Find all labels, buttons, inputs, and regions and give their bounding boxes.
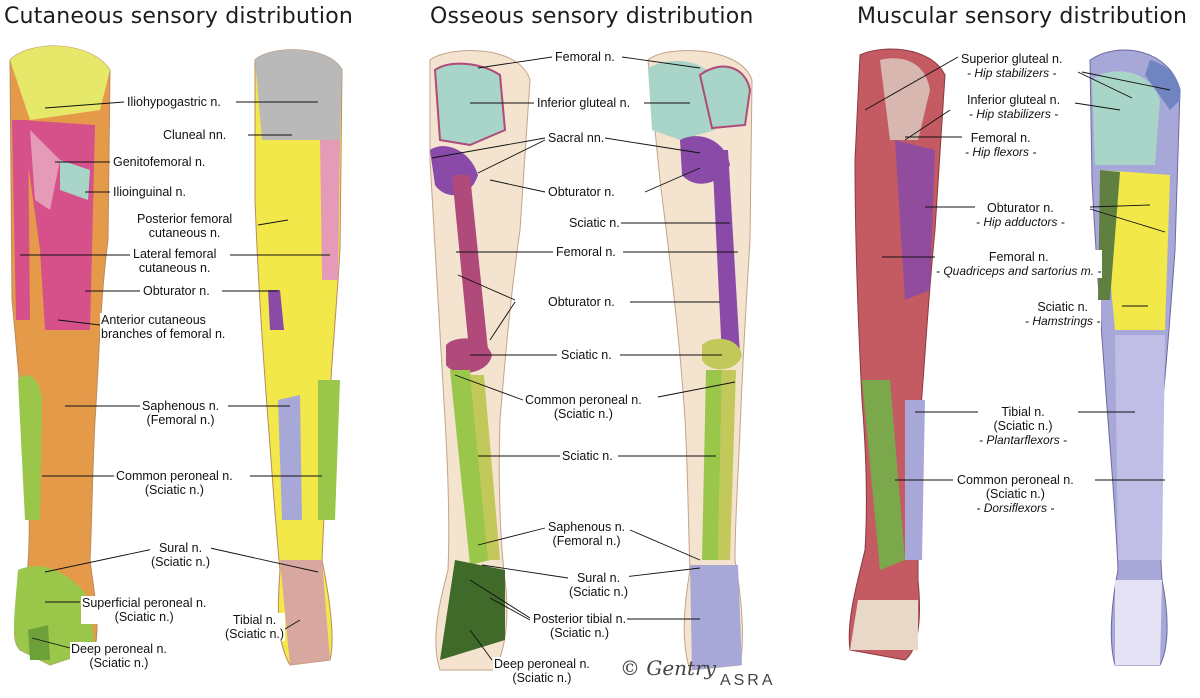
label-genitofemoral: Genitofemoral n. xyxy=(112,155,207,169)
label-deep-peroneal-osseous: Deep peroneal n.(Sciatic n.) xyxy=(493,657,591,685)
leader-lines xyxy=(20,56,1171,661)
label-common-peroneal: Common peroneal n.(Sciatic n.) xyxy=(115,469,234,497)
muscular-posterior-leg xyxy=(1089,49,1181,666)
label-sciatic-knee: Sciatic n. xyxy=(560,348,613,362)
osseous-anterior-leg xyxy=(429,50,531,671)
muscular-anterior-leg xyxy=(848,48,946,661)
label-femoral-top: Femoral n. xyxy=(554,50,616,64)
label-sacral: Sacral nn. xyxy=(547,131,606,145)
label-posterior-tibial: Posterior tibial n.(Sciatic n.) xyxy=(532,612,628,640)
osseous-title: Osseous sensory distribution xyxy=(430,4,754,29)
cutaneous-anterior-leg xyxy=(9,45,111,666)
osseous-posterior-leg xyxy=(647,50,753,671)
label-sural-osseous: Sural n.(Sciatic n.) xyxy=(568,571,630,599)
label-obturator-muscular: Obturator n.- Hip adductors - xyxy=(975,201,1066,229)
label-inferior-gluteal-muscular: Inferior gluteal n.- Hip stabilizers - xyxy=(966,93,1062,121)
label-deep-peroneal: Deep peroneal n.(Sciatic n.) xyxy=(70,642,168,670)
label-inferior-gluteal: Inferior gluteal n. xyxy=(536,96,632,110)
label-cluneal: Cluneal nn. xyxy=(162,128,228,142)
label-saphenous: Saphenous n.(Femoral n.) xyxy=(141,399,221,427)
cutaneous-posterior-leg xyxy=(254,49,343,666)
label-sciatic-shin: Sciatic n. xyxy=(561,449,614,463)
label-ilioinguinal: Ilioinguinal n. xyxy=(112,185,187,199)
label-tibial: Tibial n.(Sciatic n.) xyxy=(224,613,286,641)
label-obturator-top: Obturator n. xyxy=(547,185,616,199)
muscular-title: Muscular sensory distribution xyxy=(857,4,1188,29)
label-superior-gluteal: Superior gluteal n.- Hip stabilizers - xyxy=(960,52,1064,80)
label-femoral-quadriceps: Femoral n.- Quadriceps and sartorius m. … xyxy=(935,250,1103,278)
label-superficial-peroneal: Superficial peroneal n.(Sciatic n.) xyxy=(81,596,208,624)
label-sciatic-hamstrings: Sciatic n.- Hamstrings - xyxy=(1024,300,1102,328)
label-femoral-hip: Femoral n.- Hip flexors - xyxy=(964,131,1038,159)
cutaneous-title: Cutaneous sensory distribution xyxy=(4,4,354,29)
artist-signature: © GentryASRA xyxy=(620,656,776,689)
label-common-peroneal-osseous: Common peroneal n.(Sciatic n.) xyxy=(524,393,643,421)
label-common-peroneal-muscular: Common peroneal n.(Sciatic n.)- Dorsifle… xyxy=(956,473,1075,515)
label-obturator: Obturator n. xyxy=(142,284,211,298)
label-femoral-mid: Femoral n. xyxy=(555,245,617,259)
label-obturator-mid: Obturator n. xyxy=(547,295,616,309)
label-saphenous-osseous: Saphenous n.(Femoral n.) xyxy=(547,520,627,548)
label-sciatic-top: Sciatic n. xyxy=(568,216,621,230)
label-iliohypogastric: Iliohypogastric n. xyxy=(126,95,222,109)
label-sural: Sural n.(Sciatic n.) xyxy=(150,541,212,569)
label-tibial-muscular: Tibial n.(Sciatic n.)- Plantarflexors - xyxy=(978,405,1069,447)
